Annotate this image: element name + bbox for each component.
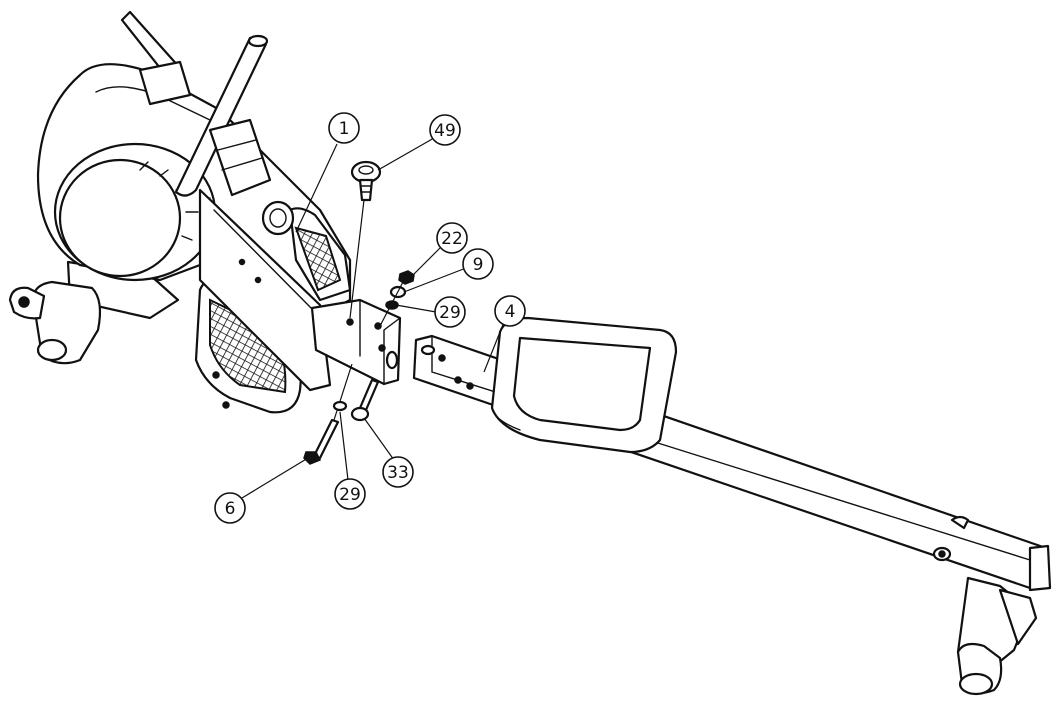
callout-22: 22 [436,222,468,254]
callout-9: 9 [462,248,494,280]
resistance-knob [261,200,295,236]
callout-1: 1 [328,112,360,144]
callout-label: 4 [505,302,516,322]
callout-label: 1 [339,119,350,139]
callout-49: 49 [429,114,461,146]
leader-lines [241,137,505,499]
frame-column [198,188,332,392]
callout-label: 22 [441,229,463,249]
rail-assembly [412,316,1052,696]
nut-22-part [398,270,415,285]
callout-label: 49 [434,121,456,141]
callout-label: 33 [387,463,409,483]
washer-29-bottom-part [332,400,348,412]
hardware-parts [303,160,415,465]
main-frame-assembly [8,10,402,414]
callout-6: 6 [214,492,246,524]
knob-49-part [349,160,382,319]
callout-4: 4 [494,295,526,327]
callout-label: 9 [473,255,484,275]
callout-label: 6 [225,499,236,519]
bolt-33-part [350,378,380,422]
callout-33: 33 [382,456,414,488]
callout-29-bottom: 29 [334,478,366,510]
bolt-6-part [303,363,353,465]
callout-29-top: 29 [434,296,466,328]
callout-label: 29 [339,485,361,505]
callout-label: 29 [439,303,461,323]
